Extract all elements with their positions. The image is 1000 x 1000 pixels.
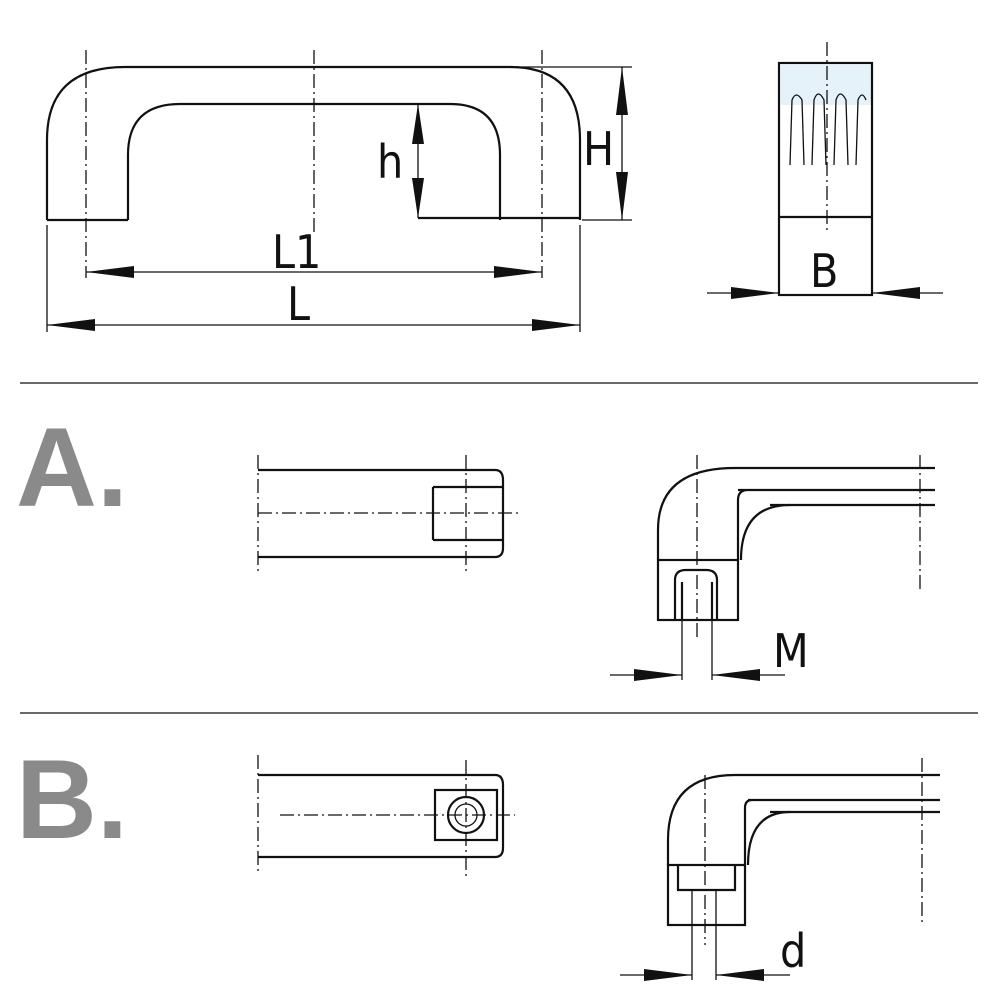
- dim-H: H: [583, 122, 614, 176]
- dim-M: M: [773, 624, 809, 678]
- variant-b: B. d: [16, 737, 940, 981]
- dim-B: B: [810, 244, 838, 298]
- side-view: B: [707, 42, 943, 299]
- front-view: L1 L H h: [45, 50, 632, 332]
- variant-a: A. M: [16, 405, 935, 681]
- variant-b-label: B.: [16, 737, 128, 862]
- dim-L: L: [287, 277, 310, 331]
- variant-a-label: A.: [16, 405, 128, 530]
- dim-L1: L1: [272, 225, 321, 279]
- dim-d: d: [780, 924, 806, 978]
- dim-h: h: [377, 135, 403, 189]
